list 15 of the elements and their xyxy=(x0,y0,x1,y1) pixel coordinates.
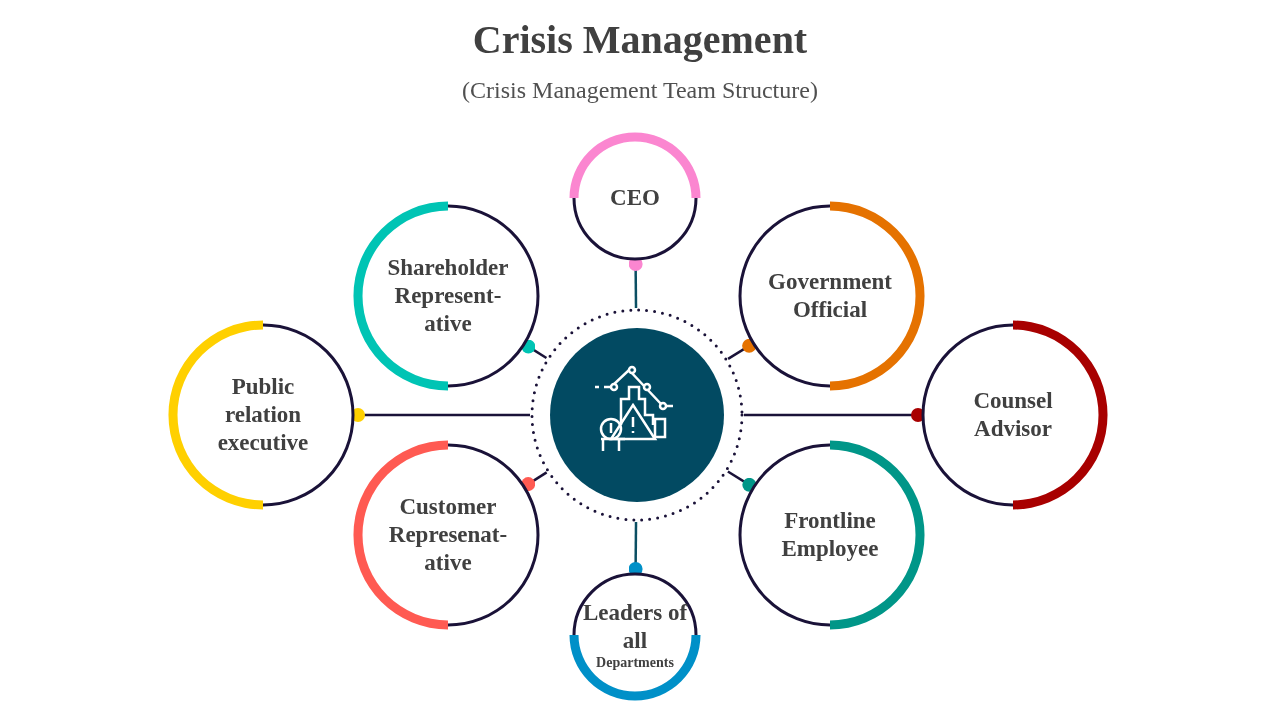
connector-line xyxy=(727,470,757,492)
node-label: Customer Represenat- ative xyxy=(387,493,509,577)
subtitle: (Crisis Management Team Structure) xyxy=(462,77,818,103)
node-label: Government Official xyxy=(767,268,893,324)
node-label: CEO xyxy=(610,184,660,212)
title: Crisis Management xyxy=(472,17,808,62)
node-label: Counsel Advisor xyxy=(972,387,1054,443)
node-label: Frontline Employee xyxy=(780,507,880,563)
connector-line xyxy=(521,339,548,360)
node-sublabel: Departments xyxy=(596,655,674,671)
node-label: Leaders of all xyxy=(581,599,689,655)
connector-line xyxy=(521,471,548,492)
node-label: Shareholder Represent- ative xyxy=(386,254,510,338)
node-label: Public relation executive xyxy=(216,373,310,457)
connector-line xyxy=(727,338,757,360)
